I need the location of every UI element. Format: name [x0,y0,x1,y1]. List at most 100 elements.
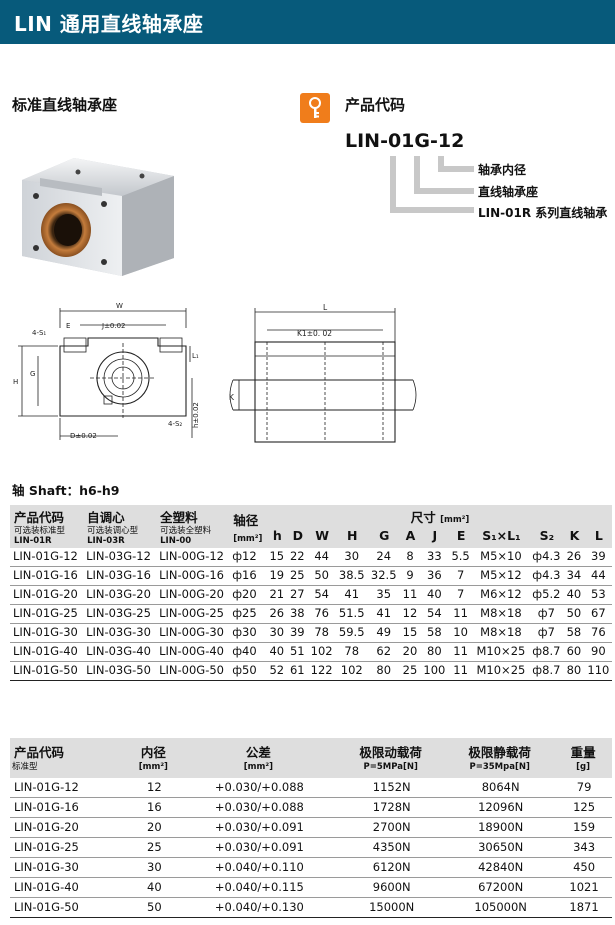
table-cell: LIN-03G-50 [83,661,157,681]
table-cell: LIN-01G-40 [10,877,127,898]
table-cell: 54 [419,604,448,624]
table-cell: 5.5 [447,548,473,567]
table-cell: 15 [266,548,287,567]
sub-standard: 标准型 [10,761,127,778]
table-cell: 33 [419,548,448,567]
table-cell: 1152N [336,778,446,798]
col-static-load: 极限静载荷 [445,738,555,761]
table-cell: 38.5 [335,566,368,586]
table-cell: LIN-01G-20 [10,585,84,605]
table-cell: 25 [399,661,420,681]
table-cell: LIN-01G-12 [10,548,84,567]
table-cell: 125 [554,797,612,818]
table-cell: 58 [419,623,448,643]
table-cell: M6×12 [472,585,529,605]
table-cell: M8×18 [472,623,529,643]
table-cell: 19 [266,566,287,586]
table-cell: LIN-01G-25 [10,837,127,858]
table-cell: 40 [419,585,448,605]
table-cell: LIN-01G-50 [10,661,84,681]
table-cell: 78 [307,623,336,643]
table-cell: ф4.3 [528,566,564,586]
table-cell: 35 [367,585,400,605]
table-cell: LIN-01G-12 [10,778,127,798]
table-cell: 21 [266,585,287,605]
table-cell: 30 [126,857,181,878]
table-cell: 44 [307,548,336,567]
dim-k-tick: K [229,393,235,402]
table-cell: 12 [126,778,181,798]
code-part-housing: 直线轴承座 [478,185,539,199]
table-cell: 50 [126,897,181,918]
table-cell: 343 [554,837,612,858]
col-plastic: 全塑料 [156,505,230,526]
table-cell: 49 [367,623,400,643]
dim-d: D±0.02 [70,432,97,440]
table-cell: 22 [286,548,308,567]
table-cell: 11 [447,642,473,662]
col-bore: 内径 [126,738,181,761]
dim-col: h [266,526,287,548]
side-view-drawing: L K1±0. 02 K [229,303,417,443]
table-cell: 41 [367,604,400,624]
table-cell: LIN-00G-40 [156,642,230,662]
col-dynamic-load: 极限动载荷 [336,738,446,761]
sub-dynamic: P=5MPa[N] [336,761,446,778]
dim-col: E [447,526,473,548]
dim-l1: L₁ [192,352,199,360]
table-cell: 76 [583,623,612,643]
table-cell: 15000N [336,897,446,918]
table-cell: 8064N [445,778,555,798]
table-cell: 38 [286,604,308,624]
col-code: 产品代码 [10,738,127,761]
table-cell: +0.030/+0.088 [180,797,337,818]
table-cell: ф7 [528,604,564,624]
table-cell: 50 [563,604,584,624]
table-cell: LIN-00G-25 [156,604,230,624]
table-cell: LIN-03G-40 [83,642,157,662]
table-cell: ф4.3 [528,548,564,567]
bearing-block-image [22,158,174,276]
dim-col: S₁×L₁ [472,526,529,548]
dim-h: H [13,378,18,386]
table-cell: LIN-01G-25 [10,604,84,624]
dim-j: J±0.02 [101,322,126,330]
table-cell: 61 [286,661,308,681]
code-part-series: LIN-01R 系列直线轴承 [478,206,608,220]
table-cell: 42840N [445,857,555,878]
col-weight: 重量 [554,738,612,761]
table-cell: 54 [307,585,336,605]
table-cell: +0.030/+0.091 [180,837,337,858]
table-cell: 450 [554,857,612,878]
table-cell: 78 [335,642,368,662]
dim-col: J [419,526,448,548]
table-cell: 18900N [445,817,555,838]
table-cell: +0.040/+0.110 [180,857,337,878]
table-cell: LIN-01G-30 [10,857,127,878]
dim-k1: K1±0. 02 [297,329,332,338]
table-cell: 67200N [445,877,555,898]
table-cell: LIN-01G-40 [10,642,84,662]
table-cell: 1871 [554,897,612,918]
table-cell: 60 [563,642,584,662]
load-table: 产品代码 内径 公差 极限动载荷 极限静载荷 重量 标准型 [mm²] [mm²… [10,738,612,918]
dim-hh: h±0.02 [192,402,200,428]
sub-static: P=35Mpa[N] [445,761,555,778]
table-cell: LIN-03G-25 [83,604,157,624]
col-dimensions: 尺寸 [mm²] [266,505,612,526]
table-cell: 12 [399,604,420,624]
table-cell: 100 [419,661,448,681]
table-cell: LIN-00G-12 [156,548,230,567]
table-cell: ф40 [229,642,266,662]
page-title: LIN 通用直线轴承座 [14,12,204,36]
table-cell: LIN-00G-16 [156,566,230,586]
table-cell: 6120N [336,857,446,878]
table-cell: M10×25 [472,661,529,681]
